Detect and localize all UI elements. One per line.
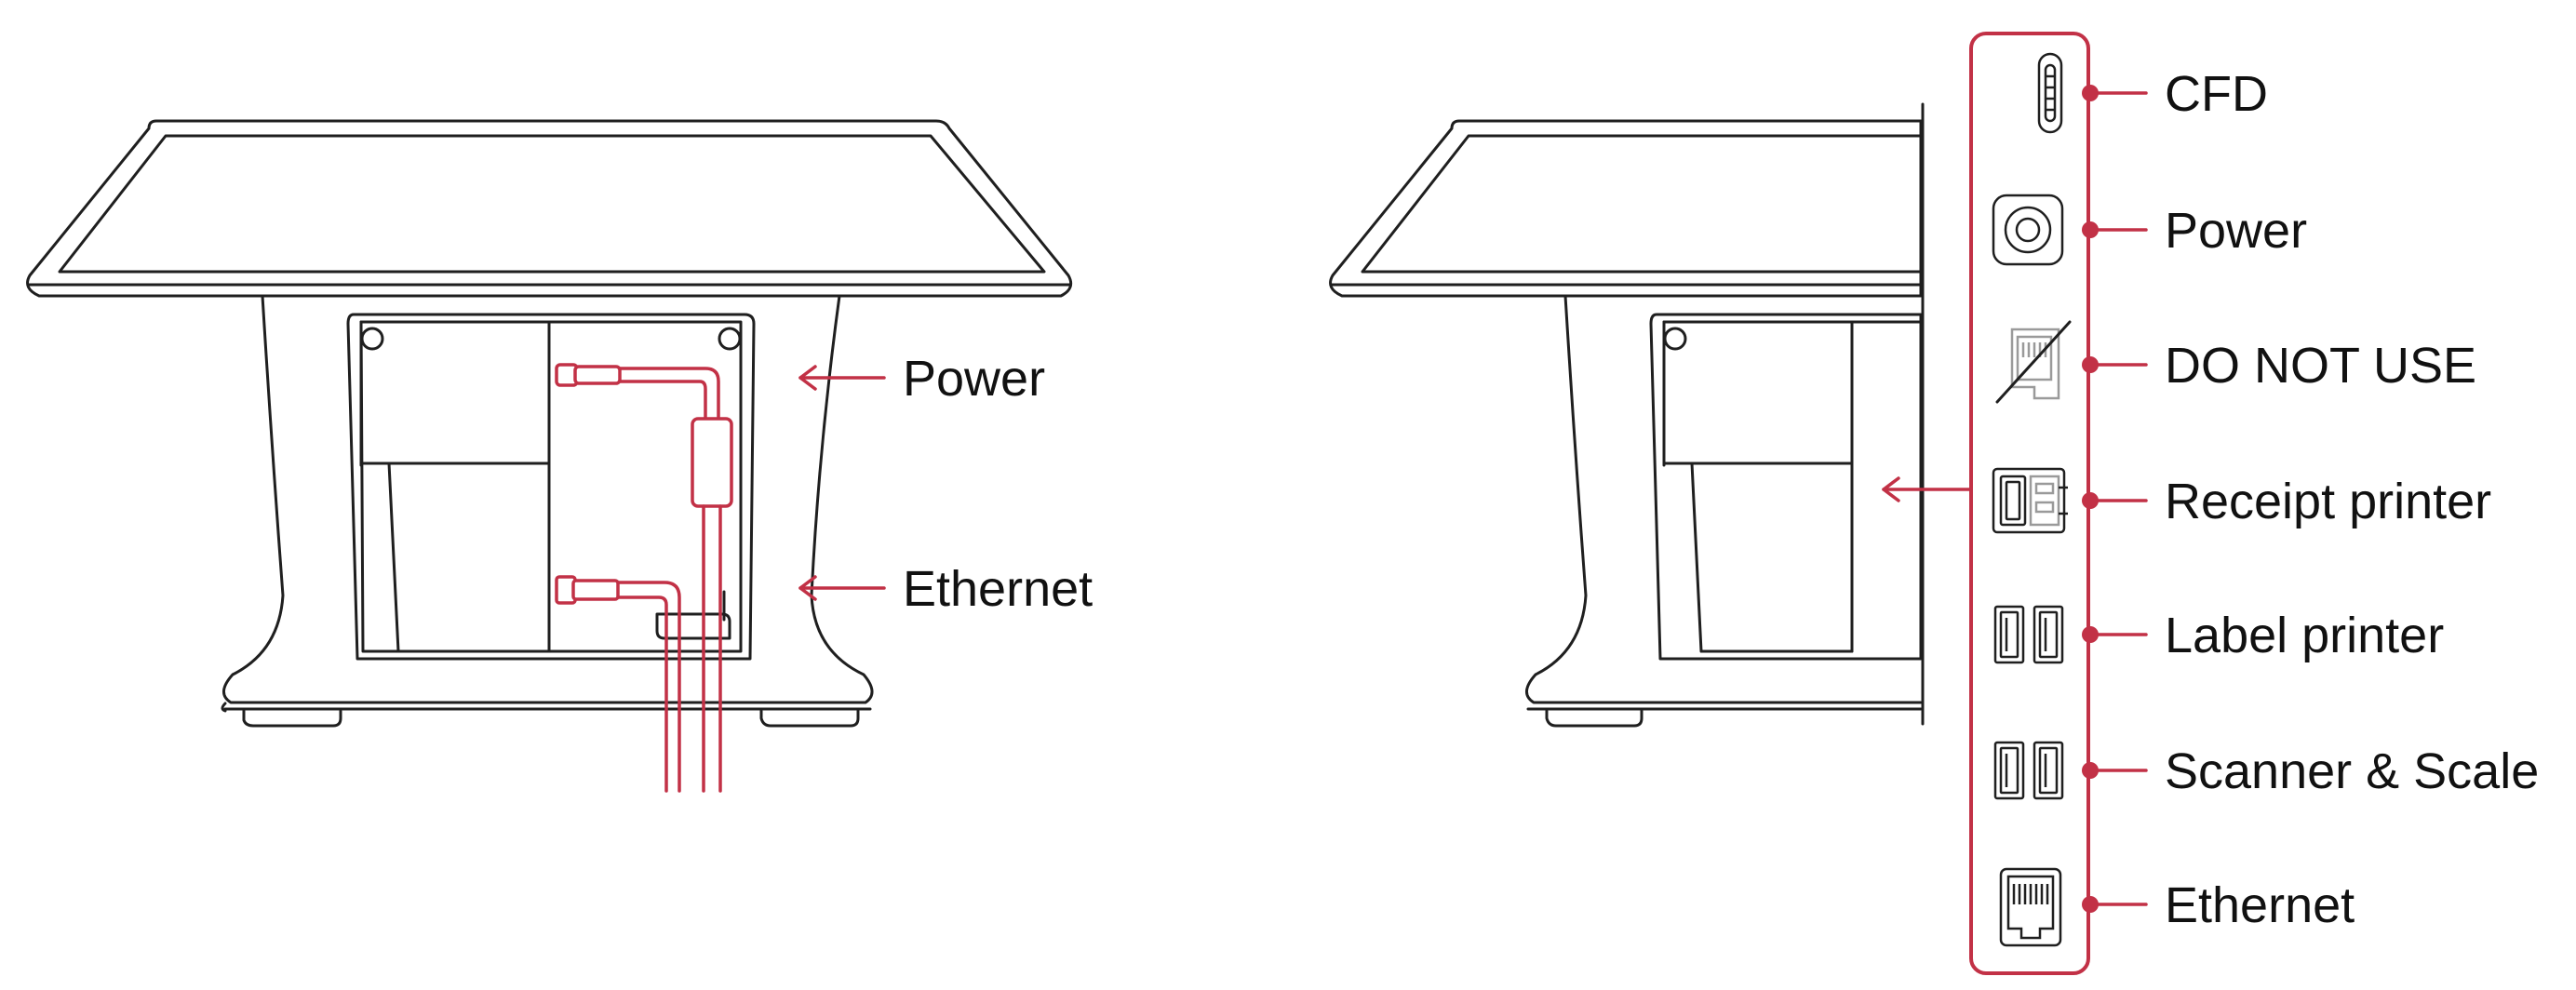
port-label-receipt-printer: Receipt printer: [2165, 474, 2492, 529]
power-cable: [555, 363, 733, 793]
leader-do-not-use: [2082, 356, 2148, 373]
port-label-scanner-scale: Scanner & Scale: [2165, 743, 2540, 799]
leader-ethernet: [2082, 896, 2148, 913]
port-panel: [1969, 32, 2148, 975]
port-label-power: Power: [2165, 203, 2308, 259]
port-leader-lines: [2082, 85, 2148, 913]
pos-device-front-view: [26, 119, 1073, 728]
dc-power-jack-icon: [1992, 194, 2064, 266]
pos-device-cutaway-view: [1329, 102, 1925, 728]
rj12-usb-combo-port-icon: [1992, 467, 2068, 534]
rj45-ethernet-port-icon: [1999, 867, 2062, 947]
power-callout-arrow: [798, 365, 886, 391]
port-label-cfd: CFD: [2165, 66, 2268, 122]
leader-power: [2082, 221, 2148, 238]
dual-usb-port-icon: [1993, 741, 2064, 800]
leader-scanner-scale: [2082, 762, 2148, 779]
ethernet-callout-arrow: [798, 575, 886, 601]
leader-receipt-printer: [2082, 492, 2148, 509]
port-label-do-not-use: DO NOT USE: [2165, 338, 2477, 394]
ethernet-cable: [555, 575, 681, 793]
ethernet-callout-label: Ethernet: [903, 561, 1093, 617]
power-callout-label: Power: [903, 351, 1046, 407]
leader-label-printer: [2082, 626, 2148, 643]
panel-location-arrow: [1882, 476, 1973, 502]
disabled-rj-port-icon: [1995, 320, 2072, 404]
port-label-label-printer: Label printer: [2165, 608, 2445, 663]
usb-c-port-icon: [2037, 52, 2063, 134]
leader-cfd: [2082, 85, 2148, 101]
dual-usb-port-icon: [1993, 605, 2064, 664]
port-label-ethernet: Ethernet: [2165, 877, 2355, 933]
